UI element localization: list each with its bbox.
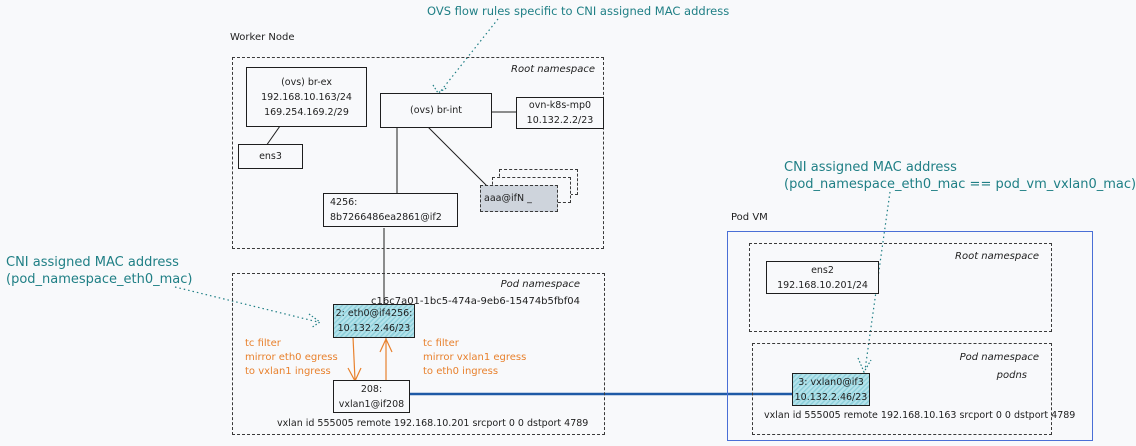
br-int-box[interactable]: (ovs) br-int: [380, 93, 492, 128]
vxlan0-box[interactable]: 3: vxlan0@if3 10.132.2.46/23: [792, 373, 870, 406]
tc-filter-right-line2: mirror vxlan1 egress: [423, 352, 527, 363]
ens2-box[interactable]: ens2 192.168.10.201/24: [766, 261, 879, 294]
right-mac-callout-sub: (pod_namespace_eth0_mac == pod_vm_vxlan0…: [784, 177, 1136, 192]
worker-vxlan-info: vxlan id 555005 remote 192.168.10.201 sr…: [277, 418, 589, 429]
aaa-ifn-name: aaa@ifN _: [484, 193, 532, 204]
ovn-k8s-mp0-box[interactable]: ovn-k8s-mp0 10.132.2.2/23: [516, 97, 604, 129]
veth-name: 8b7266486ea2861@if2: [330, 212, 442, 223]
tc-filter-left-line3: to vxlan1 ingress: [245, 366, 331, 377]
pod-vm-container: [727, 231, 1093, 441]
vxlan0-name: 3: vxlan0@if3: [798, 376, 864, 388]
tc-filter-right-line1: tc filter: [423, 338, 459, 349]
left-callout-arrow: [174, 286, 319, 323]
aaa-ifn-box[interactable]: aaa@ifN _: [480, 185, 558, 212]
pod-vm-root-namespace-label: Root namespace: [955, 251, 1039, 262]
tc-filter-right-line3: to eth0 ingress: [423, 366, 499, 377]
left-mac-callout-sub: (pod_namespace_eth0_mac): [6, 272, 193, 287]
worker-pod-namespace-id: c16c7a01-1bc5-474a-9eb6-15474b5fbf04: [370, 296, 580, 307]
eth0-ip: 10.132.2.46/23: [337, 323, 411, 334]
vxlan1-index: 208:: [360, 383, 383, 395]
tc-filter-left: tc filter mirror eth0 egress to vxlan1 i…: [245, 337, 338, 379]
tc-filter-left-line2: mirror eth0 egress: [245, 352, 338, 363]
vxlan1-name: vxlan1@if208: [338, 398, 405, 410]
right-mac-callout-title: CNI assigned MAC address: [784, 160, 957, 175]
vxlan0-ip: 10.132.2.46/23: [794, 391, 868, 403]
worker-pod-namespace: Pod namespace c16c7a01-1bc5-474a-9eb6-15…: [232, 273, 605, 435]
vxlan1-box[interactable]: 208: vxlan1@if208: [333, 380, 410, 413]
br-ex-ip1: 192.168.10.163/24: [261, 91, 352, 103]
pod-vm-label: Pod VM: [731, 212, 768, 223]
ens2-name: ens2: [811, 264, 834, 276]
connectors-layer: [174, 18, 891, 396]
worker-root-namespace-label: Root namespace: [511, 64, 595, 75]
right-mac-callout: CNI assigned MAC address (pod_namespace_…: [784, 159, 1136, 193]
right-callout-arrow: [864, 191, 891, 371]
br-ex-ip2: 169.254.169.2/29: [264, 106, 349, 118]
ovs-flow-callout-arrow: [439, 18, 499, 93]
ens2-ip: 192.168.10.201/24: [777, 279, 868, 291]
br-ex-ens3-link: [265, 125, 281, 147]
br-ex-box[interactable]: (ovs) br-ex 192.168.10.163/24 169.254.16…: [246, 67, 367, 127]
pod-vm-pod-namespace-name: podns: [996, 370, 1027, 381]
ens3-name: ens3: [259, 151, 282, 162]
eth0-name: 2: eth0@if4256:: [335, 308, 413, 319]
tc-arrow-up-head: [379, 337, 393, 353]
worker-root-namespace: Root namespace: [232, 57, 604, 249]
left-callout-arrowhead: [308, 313, 322, 329]
right-callout-arrowhead: [857, 357, 872, 374]
worker-pod-namespace-label: Pod namespace: [500, 279, 580, 290]
ovn-k8s-mp0-name: ovn-k8s-mp0: [528, 100, 592, 111]
worker-node-label: Worker Node: [230, 32, 295, 43]
tc-filter-right: tc filter mirror vxlan1 egress to eth0 i…: [423, 337, 526, 379]
br-int-name: (ovs) br-int: [410, 105, 462, 116]
veth-box[interactable]: 4256: 8b7266486ea2861@if2: [323, 193, 458, 227]
left-mac-callout-title: CNI assigned MAC address: [6, 255, 179, 270]
left-mac-callout: CNI assigned MAC address (pod_namespace_…: [6, 254, 193, 288]
tc-arrow-down: [352, 336, 356, 381]
ens3-box[interactable]: ens3: [238, 144, 303, 169]
br-int-aaa-link: [427, 126, 488, 187]
veth-index: 4256:: [330, 197, 358, 208]
pod-vm-root-namespace: Root namespace: [749, 243, 1052, 332]
ovs-flow-callout: OVS flow rules specific to CNI assigned …: [427, 4, 730, 18]
tc-filter-left-line1: tc filter: [245, 338, 281, 349]
eth0-box[interactable]: 2: eth0@if4256: 10.132.2.46/23: [333, 304, 415, 338]
br-ex-name: (ovs) br-ex: [281, 76, 332, 88]
pod-vm-pod-namespace: Pod namespace podns: [752, 343, 1052, 435]
pod-vm-pod-namespace-label: Pod namespace: [959, 352, 1039, 363]
ovn-k8s-mp0-ip: 10.132.2.2/23: [526, 115, 594, 126]
pod-vm-vxlan-info: vxlan id 555005 remote 192.168.10.163 sr…: [764, 410, 1076, 421]
